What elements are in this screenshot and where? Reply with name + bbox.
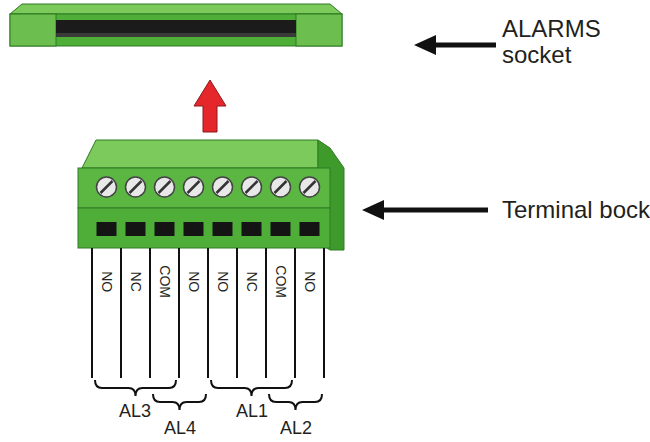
pin-name: COM [273,266,288,299]
group-brace [269,394,322,410]
wire-line [91,248,93,378]
terminal-screw [271,177,291,197]
wire-entry [242,222,262,236]
wire-entry [300,222,320,236]
alarm-group-name: AL1 [236,402,268,422]
pin-name: NC [244,272,259,292]
wire-line [294,248,296,378]
part-label: Terminal bock [502,197,650,223]
group-brace [153,394,206,410]
screw-slot [275,181,287,193]
wire-entry [271,222,291,236]
alarms-socket [10,4,342,46]
screw-slot [246,181,258,193]
screw-slot [159,181,171,193]
wire-entry [184,222,204,236]
alarm-group-name: AL2 [280,419,312,439]
terminal-screw [184,177,204,197]
wire-line [265,248,267,378]
wire-line [236,248,238,378]
screw-slot [130,181,142,193]
wires [92,248,324,378]
terminal-screw [242,177,262,197]
wire-line [323,248,325,378]
terminal-screw [97,177,117,197]
wire-line [207,248,209,378]
terminal-screw [155,177,175,197]
screw-slot [101,181,113,193]
pin-name: COM [157,266,172,299]
insert-arrow [194,80,226,132]
group-brace [95,380,176,396]
pin-name: NO [215,271,230,292]
pointer-arrows [362,35,496,220]
pin-name: NO [302,271,317,292]
wire-entry [155,222,175,236]
terminal-screw [300,177,320,197]
wire-line [120,248,122,378]
wire-line [149,248,151,378]
screw-slot [304,181,316,193]
wire-line [178,248,180,378]
pin-name: NO [186,271,201,292]
screw-slot [217,181,229,193]
pin-name: NO [99,271,114,292]
pin-name: NC [128,272,143,292]
wire-entry [213,222,233,236]
terminal-screw [126,177,146,197]
terminal-screw [213,177,233,197]
part-label: ALARMS socket [502,16,622,69]
alarm-group-name: AL4 [164,419,196,439]
group-brace [211,380,292,396]
screw-slot [188,181,200,193]
wire-entry [126,222,146,236]
terminal-block [78,140,344,250]
alarm-group-name: AL3 [119,402,151,422]
wire-entry [97,222,117,236]
